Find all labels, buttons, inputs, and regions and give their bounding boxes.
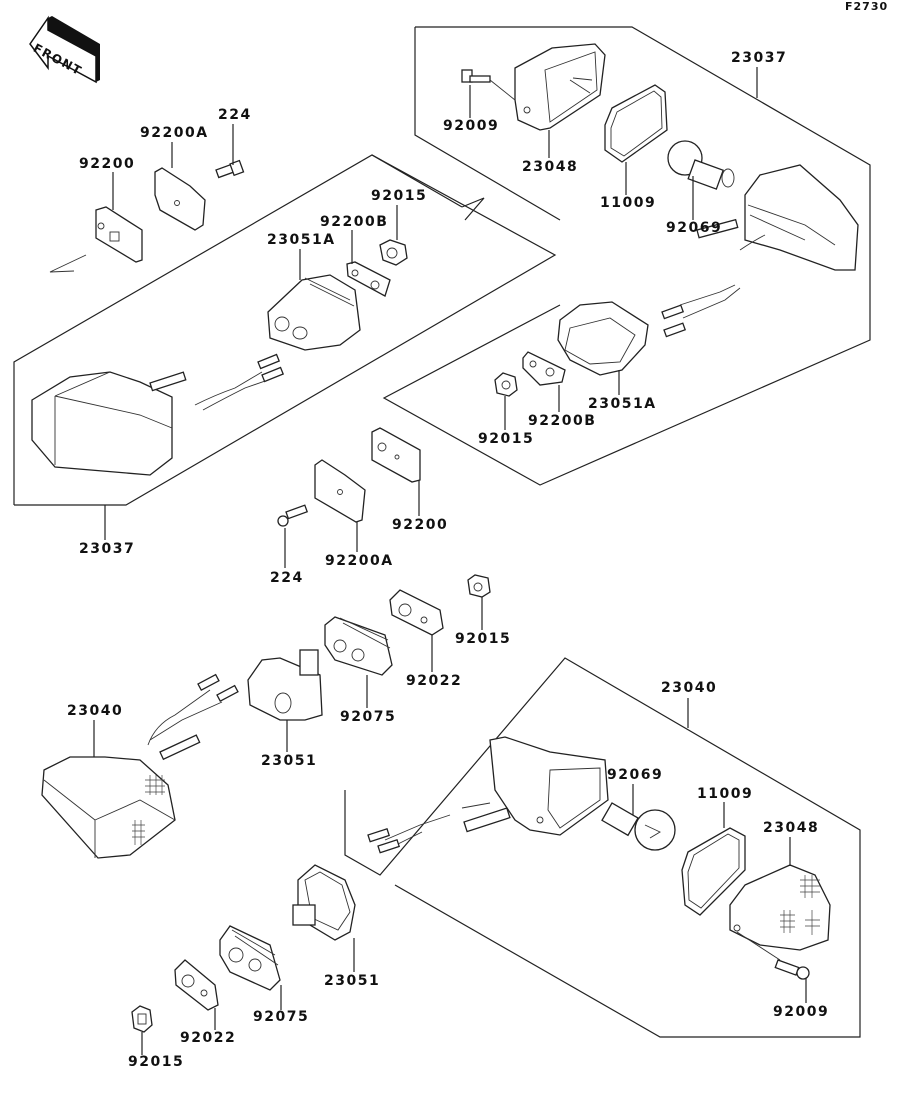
part-label-224: 224	[270, 570, 304, 586]
screw-224-middle	[277, 504, 309, 527]
part-label-92069: 92069	[666, 220, 723, 236]
part-label-92015: 92015	[478, 431, 535, 447]
screw-92009-top	[461, 69, 516, 101]
part-label-23051A: 23051A	[588, 396, 657, 412]
bulb-92069-bottom	[601, 802, 676, 851]
part-label-92200B: 92200B	[320, 214, 389, 230]
part-label-23051A: 23051A	[267, 232, 336, 248]
nut-92015-middle	[467, 574, 491, 598]
part-label-23037: 23037	[79, 541, 136, 557]
lens-23048-top	[514, 43, 606, 131]
part-label-92015: 92015	[371, 188, 428, 204]
plate-92200-top	[95, 206, 143, 263]
nut-92015-bottom	[131, 1005, 153, 1033]
part-label-92200A: 92200A	[140, 125, 209, 141]
bracket-plate-92200B-right	[522, 351, 566, 386]
part-label-23040: 23040	[67, 703, 124, 719]
plate-92200-middle	[371, 427, 421, 483]
part-label-11009: 11009	[697, 786, 754, 802]
rubber-mount-23051A-right	[557, 301, 649, 376]
part-label-92069: 92069	[607, 767, 664, 783]
nut-92015-right	[494, 372, 518, 397]
screw-92009-bottom	[736, 931, 810, 980]
part-label-92022: 92022	[406, 673, 463, 689]
figure-code: F2730	[845, 0, 889, 13]
assembly-outline-23040-right	[344, 657, 861, 1038]
part-label-224: 224	[218, 107, 252, 123]
rubber-grommet-92075-middle	[324, 616, 393, 676]
part-label-23037: 23037	[731, 50, 788, 66]
gasket-11009-bottom	[681, 827, 746, 916]
part-label-92075: 92075	[340, 709, 397, 725]
washer-plate-92022-middle	[389, 589, 444, 636]
bulb-92069-top	[667, 140, 735, 190]
part-label-92015: 92015	[128, 1054, 185, 1070]
nut-92015-left	[379, 239, 408, 266]
front-direction-arrow-icon	[29, 15, 100, 84]
screw-224-top	[215, 159, 245, 179]
part-label-92200B: 92200B	[528, 413, 597, 429]
assembly-outline-23037-right	[382, 26, 871, 486]
turn-signal-lamp-23040-left	[41, 673, 239, 859]
part-label-92009: 92009	[773, 1004, 830, 1020]
part-label-92075: 92075	[253, 1009, 310, 1025]
assembly-outline-23037-left	[13, 154, 557, 506]
turn-signal-lamp-23037-left	[31, 353, 285, 476]
part-label-23040: 23040	[661, 680, 718, 696]
mount-base-23051-bottom	[292, 864, 356, 941]
part-label-23048: 23048	[522, 159, 579, 175]
part-label-92200A: 92200A	[325, 553, 394, 569]
turn-signal-lamp-23037-right	[661, 164, 859, 338]
bracket-92200A-top	[154, 167, 206, 231]
turn-signal-lamp-23040-right	[367, 736, 609, 854]
bracket-plate-92200B-left	[346, 261, 391, 297]
part-label-92200: 92200	[79, 156, 136, 172]
lens-23048-bottom	[729, 864, 831, 951]
washer-plate-92022-bottom	[174, 959, 219, 1011]
part-label-92200: 92200	[392, 517, 449, 533]
rubber-grommet-92075-bottom	[219, 925, 281, 991]
part-label-23048: 23048	[763, 820, 820, 836]
part-label-23051: 23051	[261, 753, 318, 769]
part-label-92009: 92009	[443, 118, 500, 134]
part-label-92022: 92022	[180, 1030, 237, 1046]
part-label-23051: 23051	[324, 973, 381, 989]
part-label-11009: 11009	[600, 195, 657, 211]
part-label-92015: 92015	[455, 631, 512, 647]
mount-base-23051-middle	[247, 649, 323, 721]
leader-lines	[93, 67, 807, 1055]
bracket-92200A-middle	[314, 459, 366, 523]
gasket-11009-top	[604, 84, 668, 163]
rubber-mount-23051A-left	[267, 274, 361, 351]
